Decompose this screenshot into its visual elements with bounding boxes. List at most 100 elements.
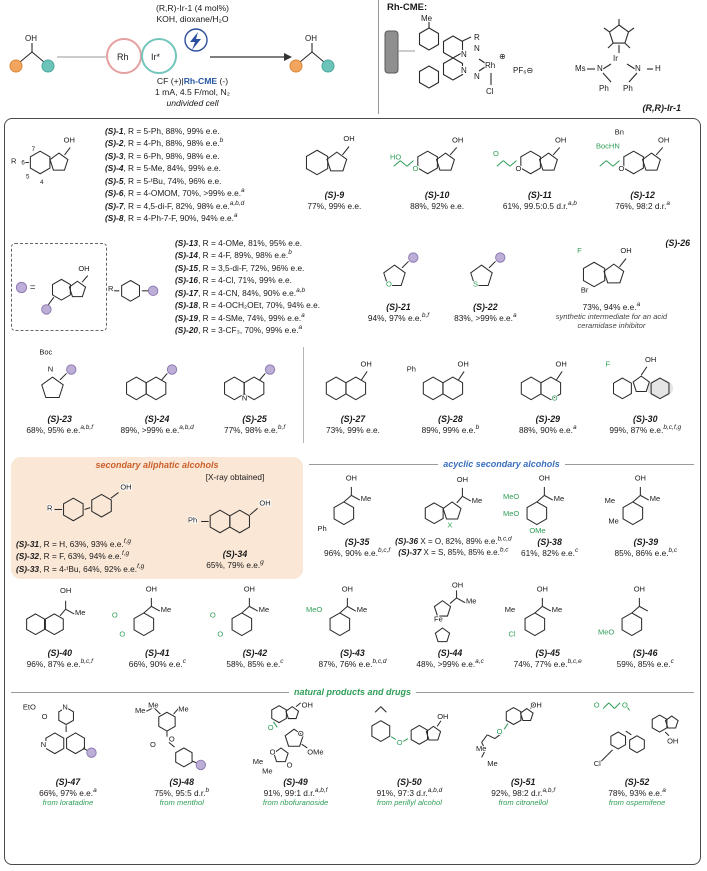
svg-text:N: N — [597, 64, 603, 73]
svg-text:OH: OH — [120, 483, 131, 492]
svg-text:N: N — [474, 44, 480, 53]
anode-label: Rh — [117, 52, 129, 62]
svg-text:O: O — [269, 748, 275, 757]
svg-text:O: O — [618, 164, 624, 173]
compound-id: (S)-51 — [511, 777, 536, 788]
svg-text:Rh: Rh — [485, 61, 495, 70]
series-entry: (S)-17, R = 4-CN, 84%, 90% e.e.a,b — [175, 287, 306, 298]
product-oh-label: OH — [305, 34, 317, 43]
svg-text:OH: OH — [346, 473, 357, 482]
svg-text:OH: OH — [64, 136, 75, 145]
compound-id: (S)-47 — [55, 777, 81, 788]
compound-result: 83%, >99% e.e.a — [454, 312, 517, 323]
reaction-scheme: OH Rh Ir* OH (R,R)-Ir-1 (4 mol%) KOH, di… — [0, 0, 377, 114]
compound-result: 58%, 85% e.e.c — [226, 658, 284, 669]
structure-ar_r_ball: R — [108, 279, 159, 302]
electrode-icon — [384, 30, 399, 74]
svg-text:N: N — [47, 364, 52, 373]
svg-text:O: O — [493, 149, 499, 158]
electricity-circle-icon — [184, 28, 208, 52]
compound-result: 91%, 97:3 d.r.a,b,d — [376, 787, 443, 799]
svg-text:Me: Me — [476, 744, 486, 753]
structure-perillyl: OOH — [371, 706, 450, 748]
compound-id: (S)-38 — [537, 536, 562, 547]
structure-naph_ball: N — [223, 364, 275, 404]
svg-text:BocHN: BocHN — [596, 141, 620, 150]
aliphatic-header: secondary aliphatic alcohols — [95, 460, 219, 470]
svg-text:O: O — [150, 740, 156, 749]
catalyst-panel: Rh-CME: Me R N N N N Rh ⊕ Cl PF₆⊖ — [378, 0, 707, 114]
svg-text:Ph: Ph — [188, 515, 197, 524]
compound-result: 61%, 99.5:0.5 d.r.a,b — [502, 200, 577, 211]
svg-text:O: O — [622, 701, 628, 710]
compound-result: 74%, 77% e.e.b,c,e — [513, 658, 582, 669]
substrate-oh-label: OH — [25, 34, 37, 43]
structure-tet: OH — [325, 359, 373, 401]
compound-note: from citronellol — [498, 798, 548, 808]
svg-text:7: 7 — [32, 146, 36, 153]
svg-text:N: N — [635, 64, 641, 73]
svg-text:Me: Me — [148, 701, 158, 710]
compound-result: 75%, 95:5 d.r.b — [154, 787, 210, 799]
compound-result: 89%, 99% e.e.b — [421, 424, 480, 435]
svg-text:OH: OH — [301, 701, 312, 710]
compound-result: 65%, 79% e.e.g — [206, 559, 264, 570]
compound-id: (S)-11 — [527, 189, 552, 200]
compound-id: (S)-23 — [47, 413, 72, 424]
svg-text:Ph: Ph — [599, 84, 609, 93]
acyclic-header: acyclic secondary alcohols — [443, 459, 560, 469]
svg-text:OH: OH — [244, 584, 255, 593]
equals-sign: = — [29, 281, 36, 293]
svg-text:Me: Me — [356, 605, 366, 614]
svg-text:Me: Me — [252, 757, 262, 766]
svg-text:OH: OH — [538, 473, 549, 482]
series-entry: (S)-8, R = 4-Ph-7-F, 90%, 94% e.e.a — [105, 212, 238, 224]
svg-text:O: O — [217, 629, 223, 638]
svg-text:Me: Me — [259, 605, 269, 614]
compound-note: from menthol — [159, 798, 204, 808]
svg-text:Me: Me — [605, 496, 615, 505]
svg-text:Me: Me — [650, 494, 660, 503]
fragment-definition-box: = OH — [11, 243, 107, 331]
svg-text:O: O — [286, 761, 292, 770]
svg-text:HO: HO — [390, 153, 401, 162]
series-entry: (S)-4, R = 5-Me, 84%, 99% e.e. — [105, 163, 221, 174]
compound-id: (S)-30 — [633, 413, 658, 424]
svg-text:EtO: EtO — [23, 702, 36, 711]
catalyst-structures-drawing: Me R N N N N Rh ⊕ Cl PF₆⊖ Ir Ms N N H — [384, 13, 662, 97]
compound-caption: (S)-37 X = S, 85%, 85% e.e.b,c — [398, 546, 509, 558]
svg-text:N: N — [474, 72, 480, 81]
svg-text:OH: OH — [536, 584, 547, 593]
series-entry: (S)-15, R = 3,5-di-F, 72%, 96% e.e. — [175, 262, 305, 273]
xray-note: [X-ray obtained] — [205, 472, 265, 482]
svg-text:MeO: MeO — [306, 605, 322, 614]
svg-text:Br: Br — [581, 285, 589, 294]
structure-pent_ball: O — [383, 252, 419, 290]
compound-id: (S)-43 — [340, 647, 365, 658]
svg-text:Fe: Fe — [434, 614, 443, 623]
teal-ball-icon — [321, 59, 335, 73]
